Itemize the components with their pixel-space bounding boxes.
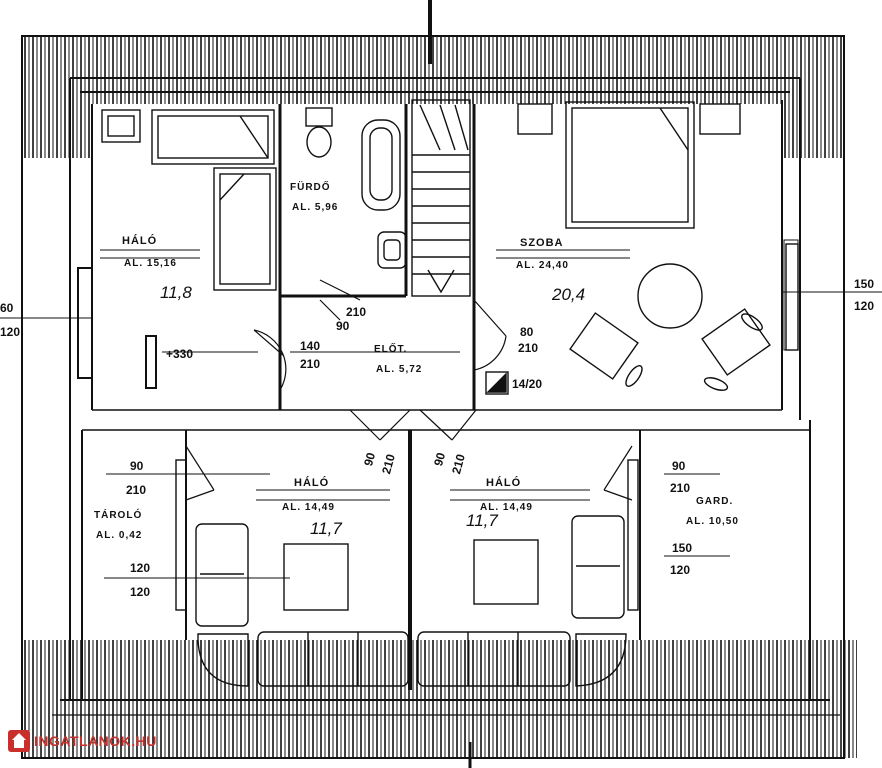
dim-side-left: 120: [130, 561, 150, 575]
dim-side-right-b: 120: [670, 563, 690, 577]
dimension-lines: [0, 249, 882, 579]
room-label-tarlo: TÁROLÓ: [94, 508, 142, 521]
left-bedroom-furniture: [101, 109, 277, 291]
room-area-halo-left: AL. 15,16: [124, 258, 177, 269]
dim-side-left-b: 120: [130, 585, 150, 599]
dim-top-left: 90: [130, 459, 144, 473]
lower-right-bedroom-furniture: [417, 459, 639, 687]
room-note-szoba: 20,4: [551, 285, 585, 304]
dim-top-right-b: 210: [670, 481, 690, 495]
dim-door-center-right-b: 210: [449, 452, 468, 475]
dim-door-center-left: 90: [361, 451, 378, 468]
room-area-tarlo: AL. 0,42: [96, 530, 142, 541]
room-note-halo-center-right: 11,7: [466, 511, 498, 530]
room-area-szoba: AL. 24,40: [516, 260, 569, 271]
door-swings: [185, 279, 633, 501]
room-area-halo-center-right: AL. 14,49: [480, 502, 533, 513]
watermark-text: INGATLANOK.HU: [34, 733, 157, 749]
interior-top-mask: [92, 104, 782, 158]
lower-left-bedroom-furniture: [175, 459, 409, 687]
room-label-szoba: SZOBA: [520, 237, 564, 249]
dim-edge-right-b: 120: [854, 299, 874, 313]
dim-small: 14/20: [512, 377, 542, 391]
dim-edge-left-a: 60: [0, 301, 14, 315]
dim-door-left-b: 210: [300, 357, 320, 371]
dim-door-center-right: 90: [431, 451, 448, 468]
dim-door-right-b: 210: [518, 341, 538, 355]
dim-side-right: 150: [672, 541, 692, 555]
outer-walls: [21, 35, 845, 759]
dim-top-left-b: 210: [126, 483, 146, 497]
watermark-logo: INGATLANOK.HU: [8, 730, 157, 752]
room-area-furdo: AL. 5,96: [292, 202, 338, 213]
room-area-hall: AL. 5,72: [376, 364, 422, 375]
dim-edge-left-b: 120: [0, 325, 20, 339]
dim-edge-right-a: 150: [854, 277, 874, 291]
house-icon: [8, 730, 30, 752]
room-label-furdo: FÜRDŐ: [290, 180, 331, 193]
room-label-halo-center-right: HÁLÓ: [486, 476, 521, 489]
dim-door-right: 80: [520, 325, 534, 339]
dim-top-right: 90: [672, 459, 686, 473]
bathroom-fixtures: [305, 107, 407, 269]
room-note-halo-left: 11,8: [160, 283, 192, 302]
dim-level: +330: [166, 347, 193, 361]
room-note-halo-center-left: 11,7: [310, 519, 342, 538]
dim-door-hall: 90: [336, 319, 350, 333]
window-marks: [77, 239, 799, 389]
room-label-halo-left: HÁLÓ: [122, 234, 157, 247]
room-label-halo-center-left: HÁLÓ: [294, 476, 329, 489]
dim-door-left: 140: [300, 339, 320, 353]
living-room-furniture: [485, 101, 799, 395]
dim-door-center-left-b: 210: [379, 452, 398, 475]
room-label-hall: ELŐT.: [374, 342, 407, 355]
room-area-gard: AL. 10,50: [686, 516, 739, 527]
dim-door-hall-b: 210: [346, 305, 366, 319]
room-label-gard: GARD.: [696, 496, 733, 507]
staircase: [411, 99, 471, 297]
room-area-halo-center-left: AL. 14,49: [282, 502, 335, 513]
